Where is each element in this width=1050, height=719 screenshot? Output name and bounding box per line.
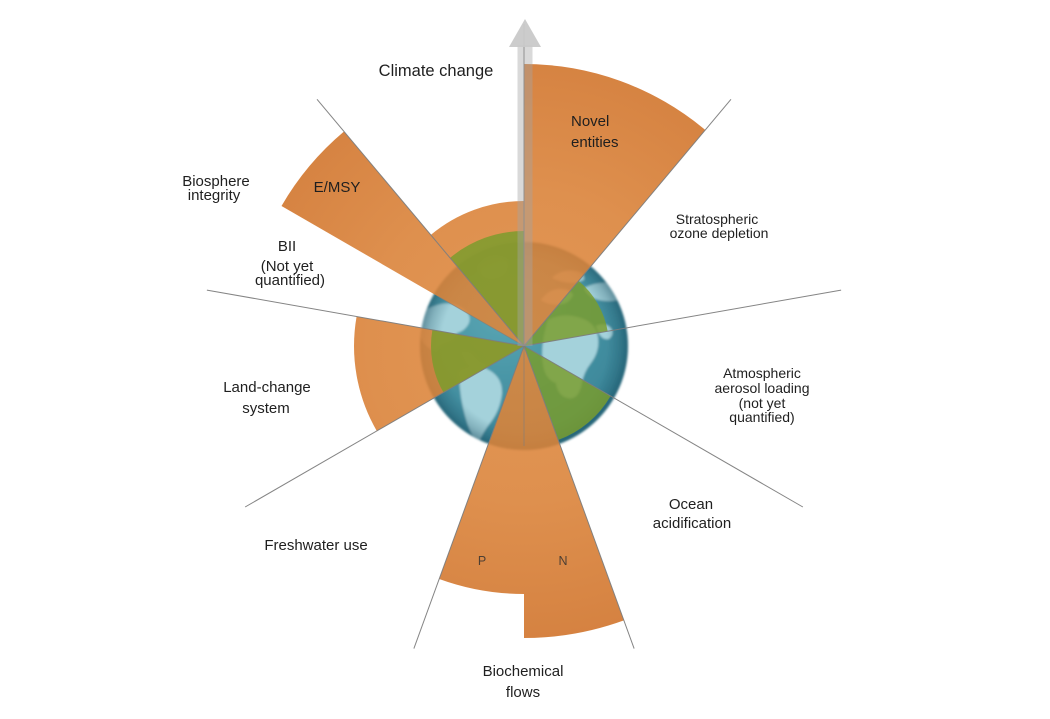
- orange-wedge-biochemical-flows-p: [439, 346, 524, 594]
- divider-line-80: [523, 289, 842, 347]
- divider-line-280: [206, 289, 525, 347]
- label-emsy: E/MSY: [314, 179, 361, 196]
- label-stratospheric-ozone-depletion-line1: Stratospheric: [676, 211, 758, 227]
- orange-wedge-e-msy: [281, 131, 524, 346]
- sub-divider-line-300: [437, 295, 525, 347]
- orange-wedge-biochemical-flows-n: [524, 346, 624, 638]
- label-climate-change: Climate change: [379, 62, 494, 80]
- label-stratospheric-ozone-depletion-line2: ozone depletion: [670, 225, 769, 241]
- label-freshwater-use: Freshwater use: [264, 537, 367, 554]
- orange-wedge-novel-entities: [524, 64, 706, 346]
- label-phosphorus: P: [478, 554, 486, 568]
- label-biosphere-integrity-line2: integrity: [188, 187, 241, 204]
- divider-line-160: [523, 345, 635, 649]
- green-wedge-stratospheric-ozone-depletion: [524, 280, 608, 346]
- arrow-head: [509, 19, 541, 47]
- increasing-risk-arrow: [509, 19, 541, 346]
- label-bii-line3: quantified): [255, 272, 325, 289]
- divider-line-120: [523, 345, 804, 508]
- label-land-change-system-line1: Land-change: [223, 379, 311, 396]
- label-atmospheric-aerosol-loading-line2: aerosol loading: [715, 380, 810, 396]
- divider-line-40: [523, 99, 732, 347]
- green-wedge-ocean-acidification: [524, 346, 611, 440]
- label-ocean-acidification-line2: acidification: [653, 515, 731, 532]
- safe-zone-wedges: [431, 231, 611, 440]
- green-wedge-land-change-system: [431, 329, 524, 393]
- label-ocean-acidification-line1: Ocean: [669, 496, 713, 513]
- label-land-change-system-line2: system: [242, 400, 290, 417]
- label-nitrogen: N: [558, 554, 567, 568]
- green-wedge-climate-change: [450, 231, 524, 346]
- label-biosphere-integrity-line1: Biosphere: [182, 173, 250, 190]
- divider-line-320: [316, 99, 525, 347]
- divider-line-200: [413, 345, 525, 649]
- label-bii-line1: BII: [278, 238, 296, 255]
- label-atmospheric-aerosol-loading-line3: (not yet: [739, 395, 786, 411]
- label-biochemical-flows-line1: Biochemical: [483, 663, 564, 680]
- label-atmospheric-aerosol-loading-line1: Atmospheric: [723, 365, 801, 381]
- label-bii-line2: (Not yet: [261, 258, 314, 275]
- sector-divider-lines: [206, 24, 842, 649]
- arrow-shaft: [517, 45, 533, 346]
- label-biochemical-flows-line2: flows: [506, 684, 540, 701]
- divider-line-240: [244, 345, 525, 508]
- label-novel-entities-line2: entities: [571, 134, 619, 151]
- label-novel-entities-line1: Novel: [571, 113, 609, 130]
- label-atmospheric-aerosol-loading-line4: quantified): [729, 409, 794, 425]
